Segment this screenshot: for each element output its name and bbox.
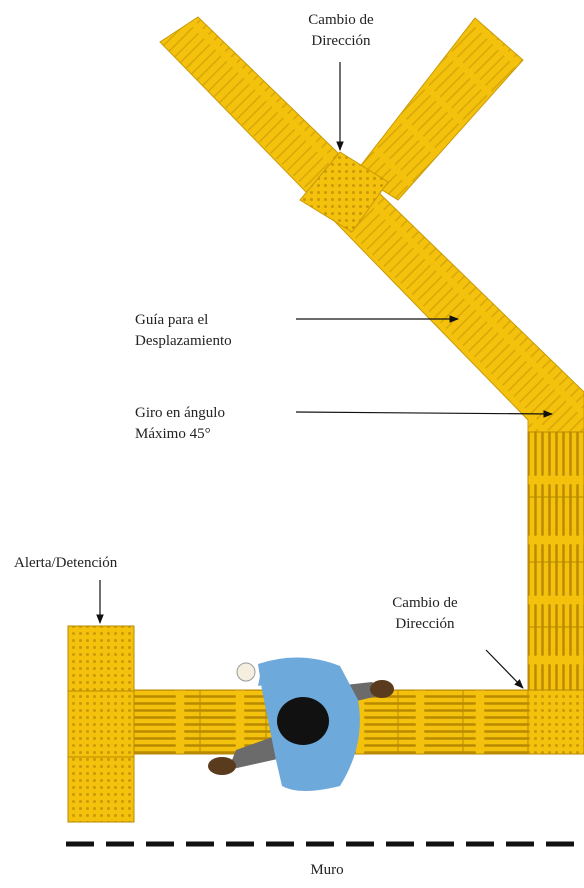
label-line: Máximo 45° <box>135 426 211 442</box>
annotation-arrows <box>96 62 553 689</box>
label-line: Dirección <box>311 33 371 49</box>
label-muro: Muro <box>310 862 344 878</box>
alert-tiles <box>67 625 135 823</box>
arrow-cambio-bottom <box>485 649 524 689</box>
label-line: Desplazamiento <box>135 333 232 349</box>
label-line: Cambio de <box>308 12 374 28</box>
label-giro-angulo: Giro en ángulo Máximo 45° <box>135 403 225 445</box>
upper-guidance-paths <box>159 16 584 433</box>
label-cambio-direccion-bottom: Cambio de Dirección <box>366 593 484 635</box>
label-cambio-direccion-top: Cambio de Dirección <box>282 10 400 52</box>
label-alerta-detencion: Alerta/Detención <box>14 555 118 571</box>
right-arm-band <box>354 17 524 201</box>
junction-tile-top <box>299 151 389 233</box>
arrow-giro <box>295 410 553 418</box>
person-figure <box>208 657 394 791</box>
label-line: Guía para el <box>135 312 209 328</box>
label-line: Dirección <box>395 616 455 632</box>
diagonal-guide-band <box>159 16 584 433</box>
corner-tile <box>527 689 584 755</box>
label-guia-desplazamiento: Guía para el Desplazamiento <box>135 310 232 352</box>
label-line: Cambio de <box>392 595 458 611</box>
vertical-guide-strip <box>527 431 584 691</box>
label-line: Giro en ángulo <box>135 405 225 421</box>
